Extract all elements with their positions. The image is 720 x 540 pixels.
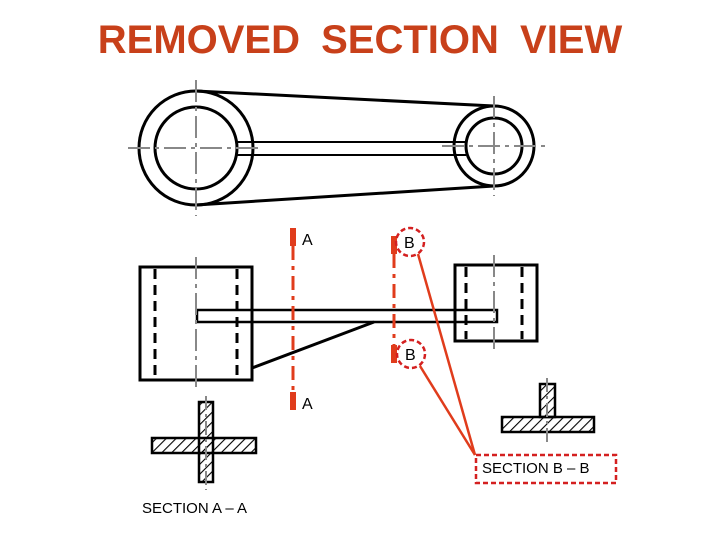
front-view (138, 263, 539, 382)
arm-bottom-edge (195, 184, 495, 207)
section-b-b-caption: SECTION B – B (482, 460, 590, 477)
cut-a-bottom-label: A (302, 396, 313, 413)
leader-lines (416, 253, 477, 456)
top-view-center-lines (128, 80, 548, 216)
leader-from-b-top (416, 253, 477, 456)
rib-edge (251, 320, 375, 370)
right-hub-outline (453, 263, 539, 343)
cutting-plane-a-top-marker (290, 228, 296, 246)
cutting-plane-b-top-marker (391, 236, 397, 254)
b-top-highlight-circle (394, 226, 426, 258)
section-b-b: SECTION B – B (474, 378, 618, 485)
cutting-plane-b-bottom-marker (391, 345, 397, 363)
b-bottom-highlight-circle (395, 338, 427, 370)
cut-b-top-label: B (404, 235, 415, 252)
leader-from-b-bottom (418, 365, 477, 456)
connecting-arm (195, 308, 499, 324)
front-view-center-lines (195, 255, 495, 392)
section-a-a-caption: SECTION A – A (142, 500, 247, 517)
cutting-plane-a-bottom-marker (290, 392, 296, 410)
section-a-a: SECTION A – A (142, 396, 258, 517)
section-b-b-caption-box (474, 453, 618, 485)
diagram-title: REMOVED SECTION VIEW (97, 18, 623, 62)
arm-top-edge (195, 89, 495, 108)
cutting-plane-a: A A (290, 228, 313, 413)
top-view (137, 89, 536, 207)
cutting-plane-b: B B (391, 226, 427, 370)
hidden-lines (153, 267, 524, 378)
cut-a-top-label: A (302, 232, 313, 249)
cut-b-bottom-label: B (405, 347, 416, 364)
